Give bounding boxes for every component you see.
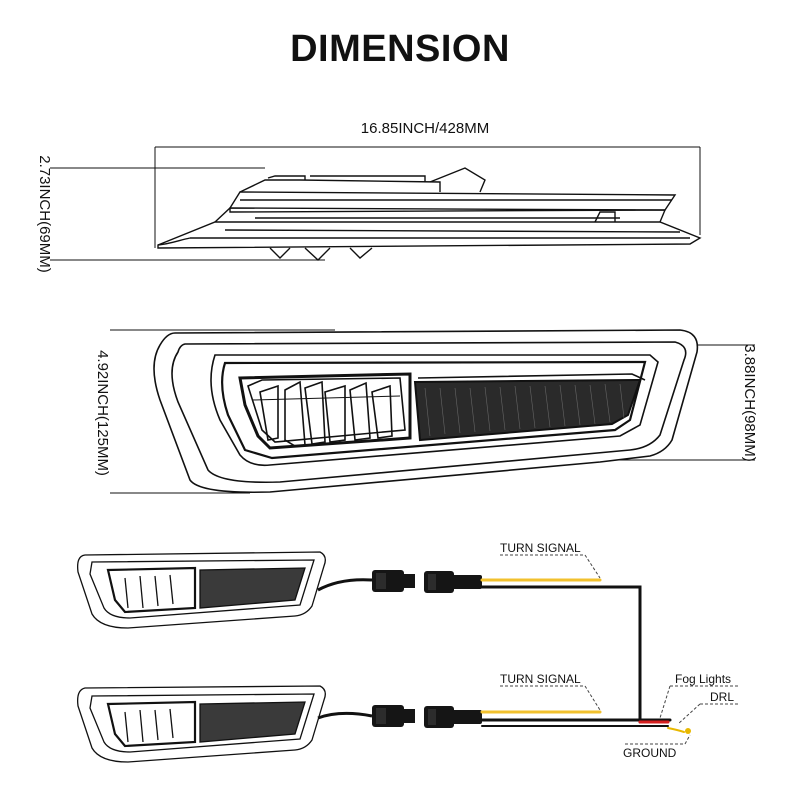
- connector-lower-female: [372, 705, 415, 727]
- cable-upper: [317, 578, 373, 592]
- wire-upper-black: [480, 585, 642, 724]
- front-view-light: [110, 329, 755, 494]
- wiring-light-lower: [77, 685, 326, 763]
- top-height-label: 2.73INCH(69MM): [36, 155, 53, 273]
- wire-ground: [667, 727, 685, 733]
- leader-lines: [500, 554, 740, 745]
- turn-signal-lower-label: TURN SIGNAL: [500, 672, 581, 686]
- connector-upper-female: [372, 570, 415, 592]
- turn-signal-upper-label: TURN SIGNAL: [500, 541, 581, 555]
- drl-label: DRL: [710, 690, 734, 704]
- page-title: DIMENSION: [290, 28, 510, 70]
- ground-label: GROUND: [623, 746, 677, 760]
- fog-lights-label: Fog Lights: [675, 672, 731, 686]
- cable-lower: [317, 711, 373, 720]
- front-height-right-label: 3.88INCH(98MM): [741, 344, 758, 462]
- wiring-light-upper: [77, 551, 326, 629]
- top-width-label: 16.85INCH/428MM: [361, 120, 489, 137]
- connector-upper-male: [424, 571, 482, 593]
- lens-hatching: [424, 383, 625, 437]
- ground-terminal: [685, 728, 691, 734]
- connector-lower-male: [424, 706, 482, 728]
- wires: [480, 578, 691, 734]
- front-height-left-label: 4.92INCH(125MM): [94, 350, 111, 476]
- top-view-light: [50, 146, 702, 261]
